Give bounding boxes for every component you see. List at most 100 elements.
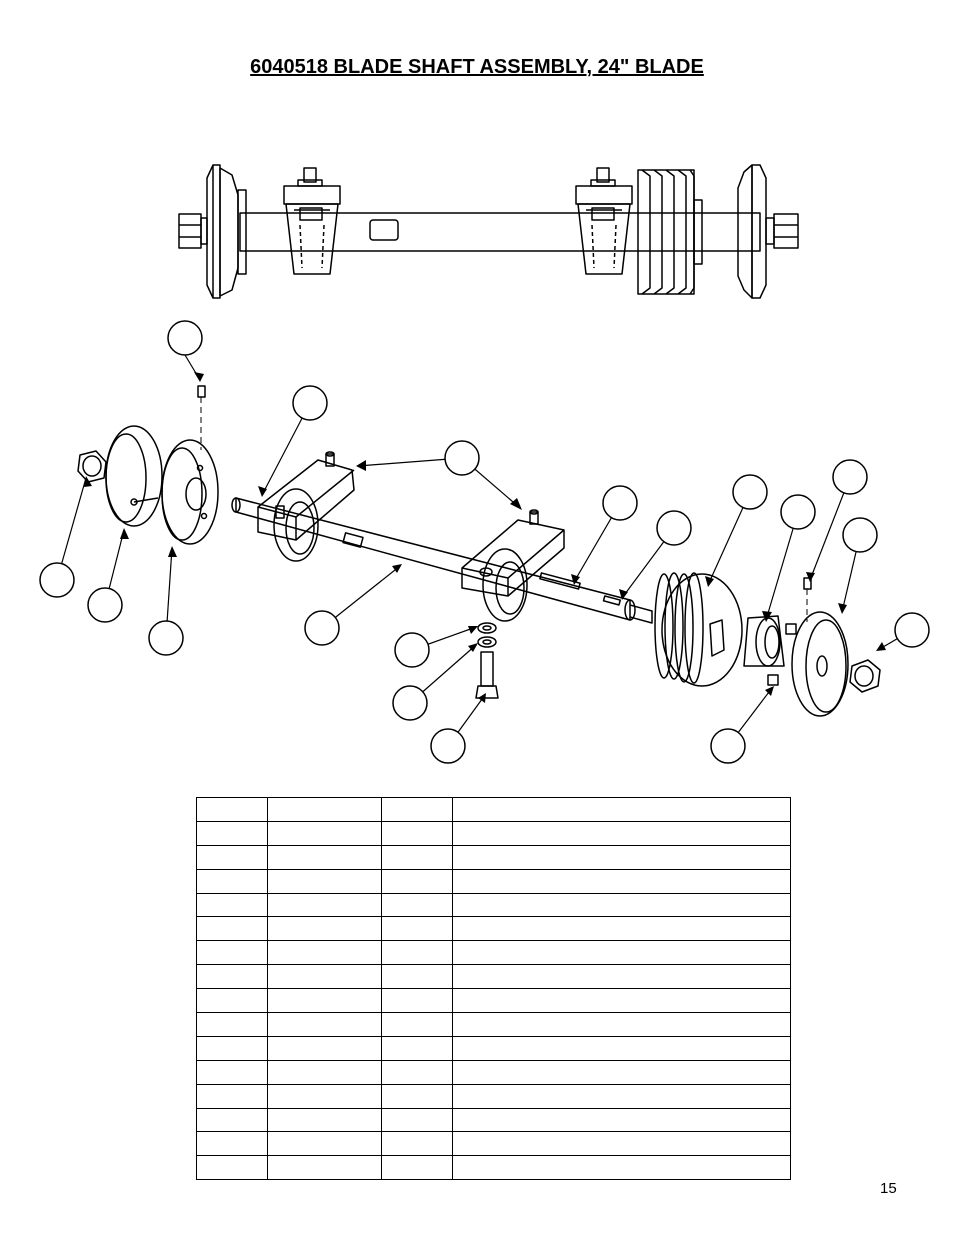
blade-shaft [231,497,653,624]
pulley-assembled [637,169,703,295]
table-cell [452,1035,791,1061]
callout-bubble [87,587,123,623]
table-cell [452,868,791,894]
callout-bubble [710,728,746,764]
table-cell [267,916,382,942]
bushing-screw-lower [767,674,779,686]
table-cell [452,892,791,918]
parts-list-table [196,797,791,1181]
callout-bubble [732,474,768,510]
drive-pulley [654,572,743,687]
table-row [196,844,791,870]
table-cell [452,988,791,1014]
table-cell [452,1107,791,1133]
right-bearing [461,509,565,622]
table-cell [452,1131,791,1157]
table-cell [196,868,268,894]
table-cell [381,1155,453,1181]
table-cell [381,1059,453,1085]
right-bearing-assembled [575,167,633,275]
table-cell [267,1155,382,1181]
right-inner-flange [737,164,753,299]
table-cell [196,892,268,918]
table-cell [452,1059,791,1085]
table-cell [196,1059,268,1085]
table-row [196,892,791,918]
leader-lines [56,354,913,747]
callout-bubble [292,385,328,421]
left-inner-flange [219,167,239,297]
table-cell [267,820,382,846]
table-cell [452,797,791,822]
table-cell [381,844,453,870]
callout-bubble [304,610,340,646]
table-cell [267,964,382,990]
table-cell [196,940,268,966]
table-cell [381,1083,453,1109]
table-cell [381,797,453,822]
right-nut-assembled [773,213,799,249]
callout-bubble [148,620,184,656]
right-blade-flange [791,611,849,717]
left-bearing-assembled [283,167,341,275]
table-cell [381,1107,453,1133]
table-row [196,797,791,822]
table-cell [452,844,791,870]
table-cell [381,916,453,942]
right-flange-nut [849,659,881,693]
table-cell [267,1035,382,1061]
table-cell [267,1131,382,1157]
left-set-screw [197,385,206,398]
table-cell [196,1035,268,1061]
table-cell [196,844,268,870]
table-cell [381,964,453,990]
table-cell [381,868,453,894]
table-row [196,940,791,966]
table-cell [267,844,382,870]
table-cell [452,1155,791,1181]
shaft-assembled [239,212,761,252]
callout-bubble [444,440,480,476]
left-outer-blade-flange [105,425,163,527]
table-cell [381,892,453,918]
table-row [196,1035,791,1061]
table-cell [267,797,382,822]
callout-bubble [894,612,930,648]
table-cell [267,1012,382,1037]
callout-bubble [602,485,638,521]
table-cell [381,820,453,846]
table-cell [196,964,268,990]
table-cell [452,964,791,990]
left-inner-blade-flange [161,439,219,545]
taper-bushing [743,615,785,667]
page-title: 6040518 BLADE SHAFT ASSEMBLY, 24" BLADE [250,56,704,78]
callout-bubble [167,320,203,356]
callout-bubble [780,494,816,530]
table-row [196,988,791,1014]
table-row [196,916,791,942]
table-cell [452,916,791,942]
center-key-assembled [369,219,399,241]
left-nut-assembled [178,213,202,249]
table-cell [267,988,382,1014]
callout-bubble [656,510,692,546]
left-bearing [257,451,355,562]
table-cell [196,916,268,942]
table-cell [196,1083,268,1109]
callout-bubble [392,685,428,721]
right-outer-flange [751,164,767,299]
table-cell [196,1131,268,1157]
callout-circles [39,320,930,764]
left-flange-nut [77,450,107,483]
table-cell [381,1012,453,1037]
table-cell [452,1083,791,1109]
bushing-screw-upper [785,623,797,635]
table-cell [196,1155,268,1181]
lock-washer [477,636,497,648]
assembled-side-view [178,164,799,299]
table-row [196,964,791,990]
table-cell [196,1012,268,1037]
callout-bubble [430,728,466,764]
table-cell [452,1012,791,1037]
table-row [196,820,791,846]
